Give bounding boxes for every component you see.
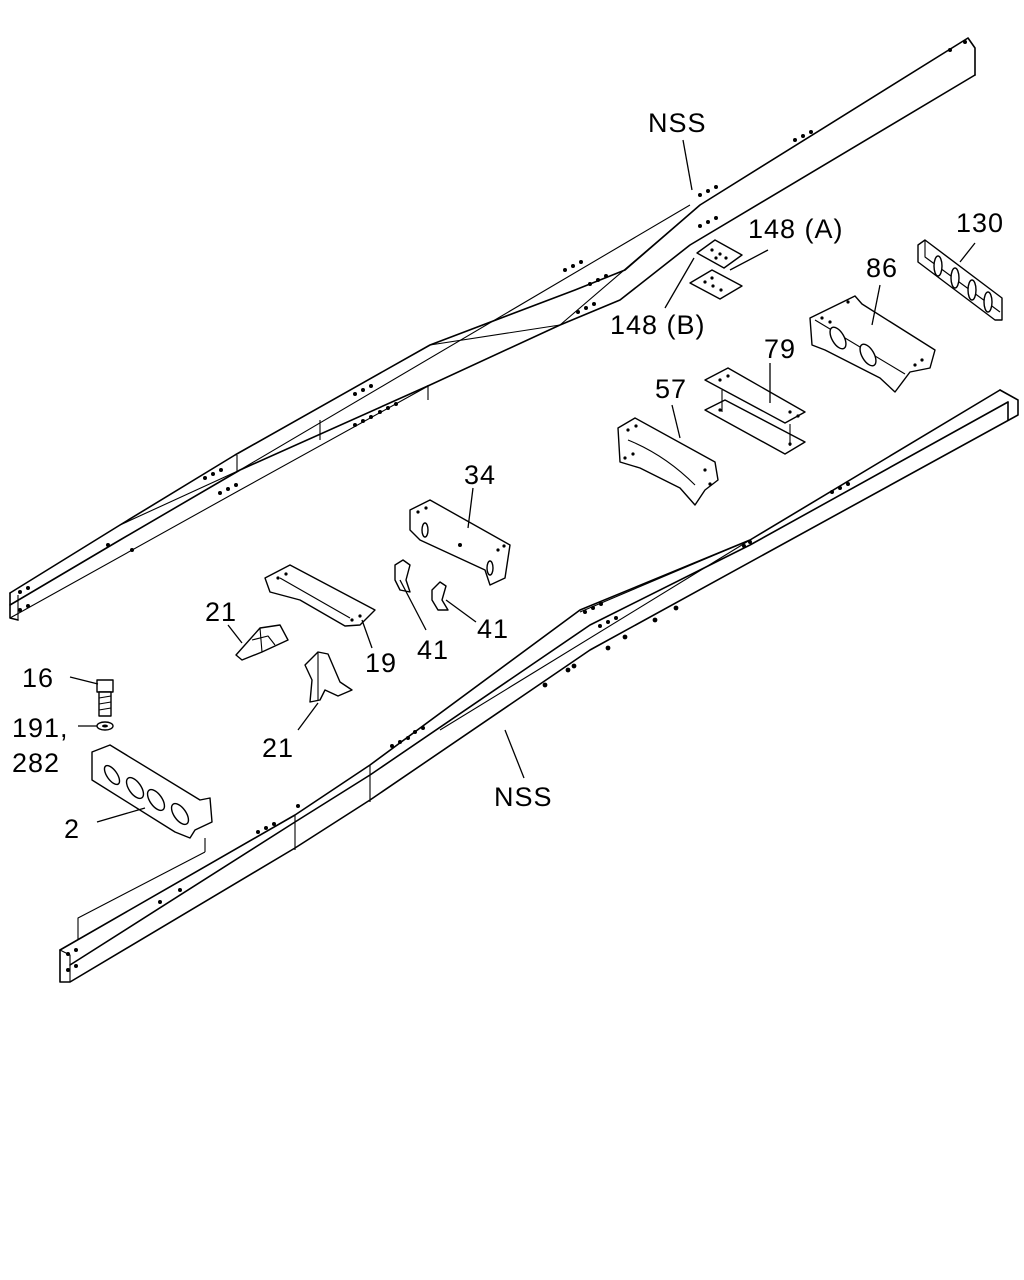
label-21-lower: 21 (262, 733, 294, 763)
bracket-41-left (394, 559, 411, 593)
label-19: 19 (365, 648, 397, 678)
label-2: 2 (64, 814, 80, 844)
plate-148a (696, 239, 743, 269)
cross-member-19 (264, 564, 376, 627)
cross-member-79 (704, 367, 806, 455)
cross-member-86 (809, 295, 936, 393)
label-148a: 148 (A) (748, 214, 844, 244)
label-86: 86 (866, 253, 898, 283)
plate-148b (689, 269, 743, 300)
cross-member-130 (917, 239, 1003, 321)
bracket-2 (77, 744, 213, 940)
label-282: 282 (12, 748, 60, 778)
label-34: 34 (464, 460, 496, 490)
label-nss-top: NSS (648, 108, 707, 138)
cross-member-34 (409, 499, 511, 586)
leader-lines (69, 139, 976, 823)
washer-191-282 (96, 721, 114, 731)
label-16: 16 (22, 663, 54, 693)
label-nss-bottom: NSS (494, 782, 553, 812)
part-labels: NSS 148 (A) 148 (B) 130 86 79 57 34 21 1… (12, 108, 1004, 844)
label-191: 191, (12, 713, 69, 743)
bracket-41-right (431, 581, 449, 611)
upper-side-rail (9, 37, 976, 621)
label-41-left: 41 (417, 635, 449, 665)
label-21-upper: 21 (205, 597, 237, 627)
upper-rail-bolt-holes (18, 40, 967, 612)
bolt-16 (96, 679, 114, 717)
lower-side-rail (59, 389, 1019, 983)
label-41-right: 41 (477, 614, 509, 644)
label-57: 57 (655, 374, 687, 404)
cross-member-57 (617, 417, 719, 506)
bracket-21-upper (235, 624, 289, 661)
label-130: 130 (956, 208, 1004, 238)
bracket-21-lower (304, 651, 353, 703)
label-79: 79 (764, 334, 796, 364)
lower-rail-bolt-holes (66, 482, 850, 972)
label-148b: 148 (B) (610, 310, 706, 340)
